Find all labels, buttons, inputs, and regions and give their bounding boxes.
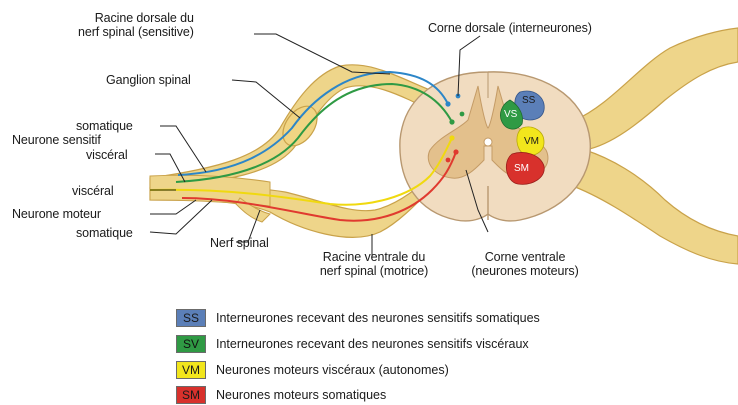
legend-text-sv: Interneurones recevant des neurones sens…: [216, 337, 529, 351]
label-corne-dorsale: Corne dorsale (interneurones): [428, 21, 592, 35]
legend-item-ss: SS Interneurones recevant des neurones s…: [176, 308, 540, 328]
label-somatique-bottom: somatique: [76, 226, 133, 240]
legend-item-sv: SV Interneurones recevant des neurones s…: [176, 334, 529, 354]
legend-swatch-vm: VM: [176, 361, 206, 379]
zone-tag-ss: SS: [522, 96, 535, 106]
right-spinal-nerve: [570, 28, 738, 264]
legend-swatch-ss: SS: [176, 309, 206, 327]
central-canal: [484, 138, 492, 146]
legend-swatch-sm: SM: [176, 386, 206, 404]
label-corne-ventrale: Corne ventrale (neurones moteurs): [450, 250, 600, 278]
legend-item-sm: SM Neurones moteurs somatiques: [176, 385, 386, 405]
legend-item-vm: VM Neurones moteurs viscéraux (autonomes…: [176, 360, 449, 380]
label-visceral-bottom: viscéral: [72, 184, 114, 198]
label-neurone-moteur: Neurone moteur: [12, 207, 101, 221]
legend-swatch-sv: SV: [176, 335, 206, 353]
zone-tag-sm: SM: [514, 164, 529, 174]
zone-tag-vm: VM: [524, 137, 539, 147]
label-racine-dorsale: Racine dorsale du nerf spinal (sensitive…: [78, 11, 194, 39]
legend-text-sm: Neurones moteurs somatiques: [216, 388, 386, 402]
label-racine-ventrale: Racine ventrale du nerf spinal (motrice): [300, 250, 448, 278]
label-neurone-sensitif: Neurone sensitif: [12, 133, 101, 147]
legend-text-ss: Interneurones recevant des neurones sens…: [216, 311, 540, 325]
zone-tag-vs: VS: [504, 110, 517, 120]
legend-text-vm: Neurones moteurs viscéraux (autonomes): [216, 363, 449, 377]
label-visceral-top: viscéral: [86, 148, 128, 162]
label-nerf-spinal: Nerf spinal: [210, 236, 269, 250]
label-ganglion-spinal: Ganglion spinal: [106, 73, 191, 87]
label-somatique-top: somatique: [76, 119, 133, 133]
